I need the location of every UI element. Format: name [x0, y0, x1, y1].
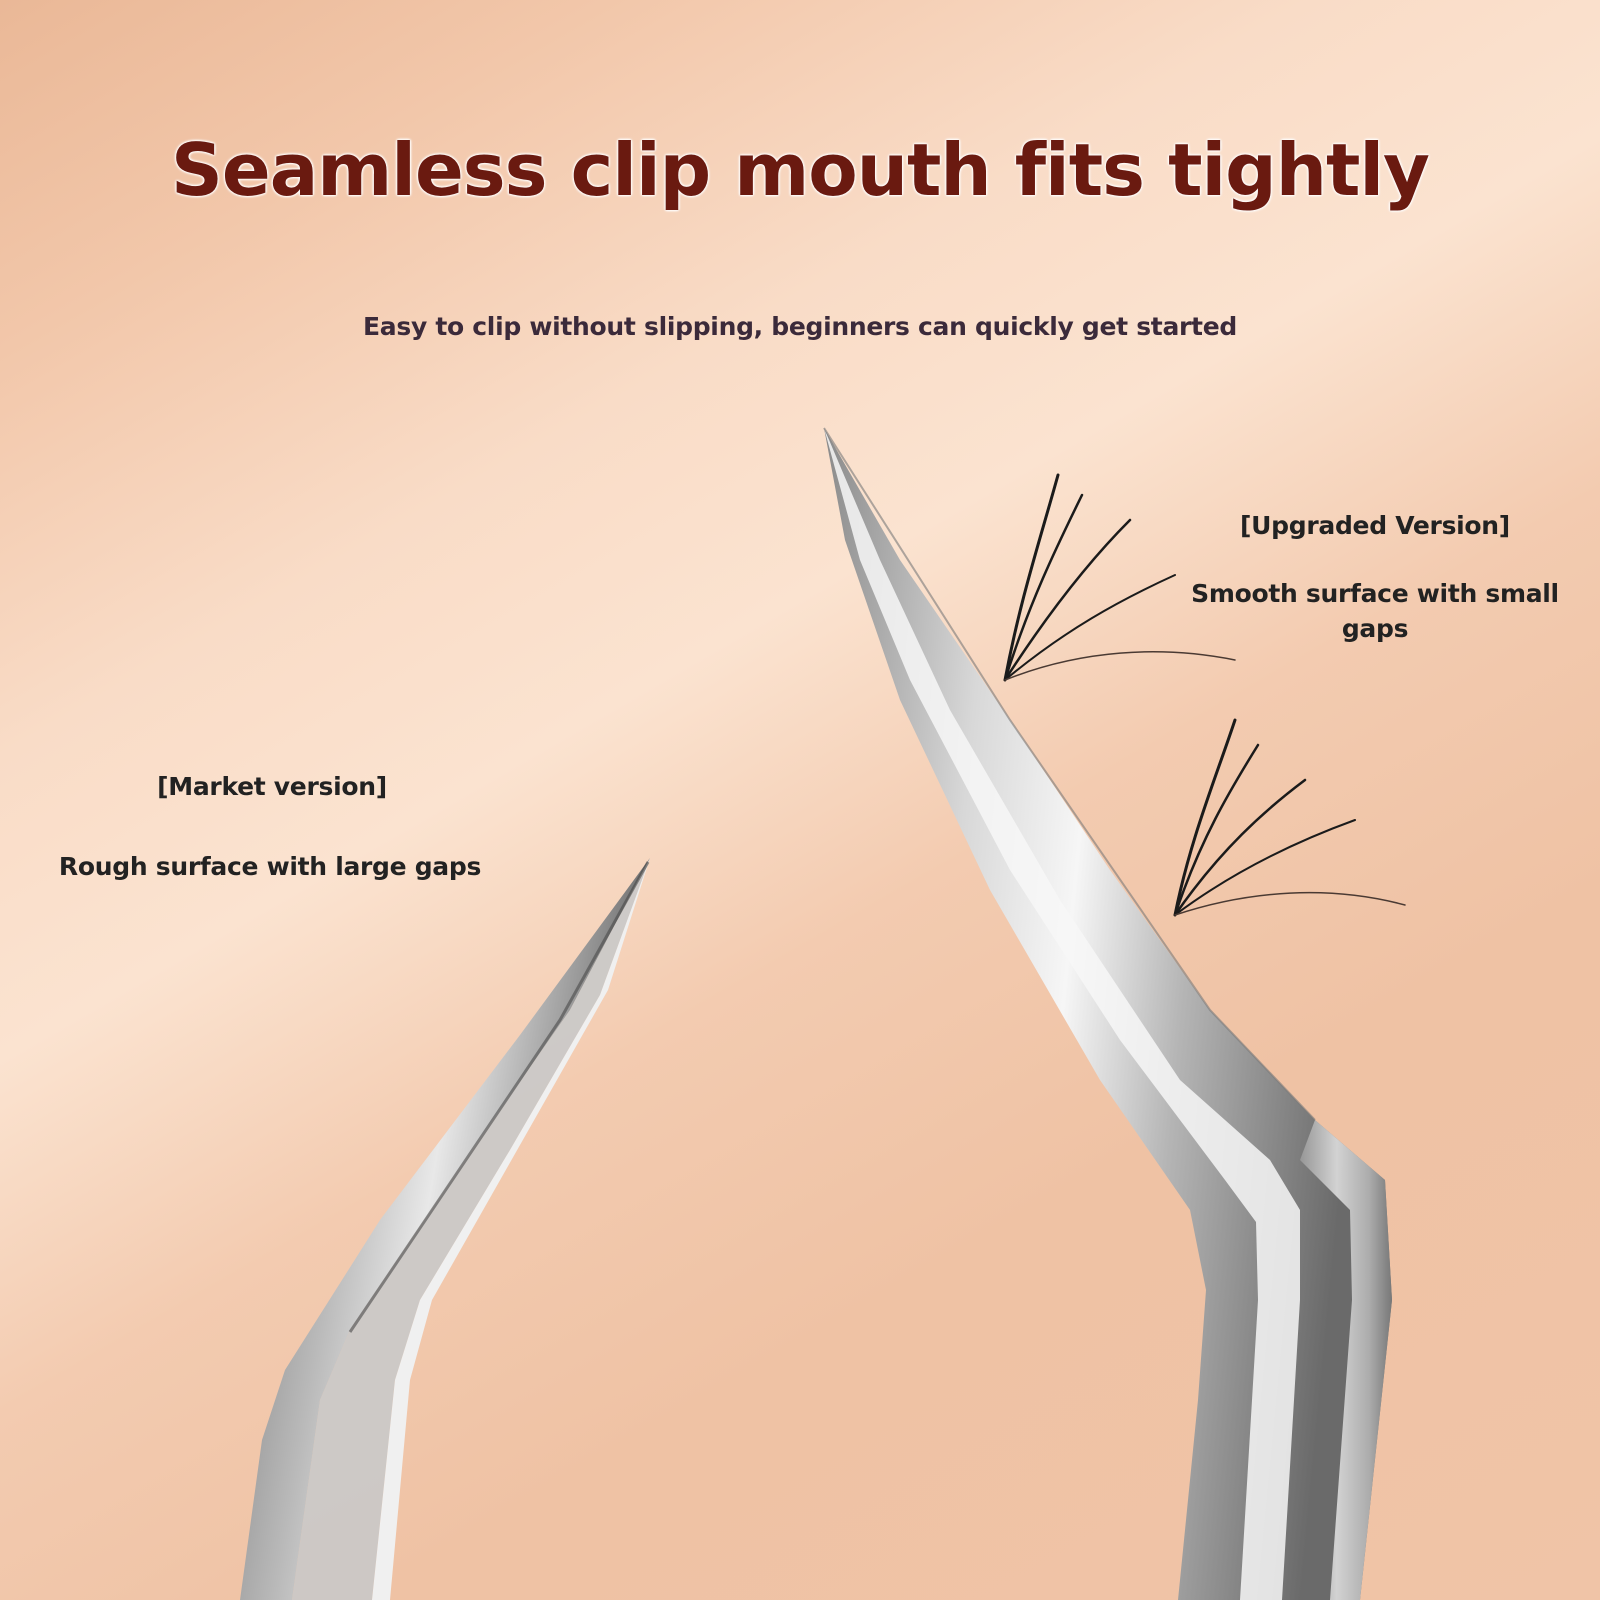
- upgraded-tweezer: [823, 427, 1392, 1600]
- eyelash-fan-lower: [1173, 718, 1406, 917]
- upgraded-version-description: Smooth surface with small gaps: [1191, 579, 1559, 643]
- market-version-title: [Market version]: [157, 772, 387, 801]
- market-version-description: Rough surface with large gaps: [58, 852, 482, 881]
- upgraded-version-title: [Upgraded Version]: [1240, 511, 1510, 540]
- eyelash-fan-upper: [1003, 473, 1236, 682]
- headline: Seamless clip mouth fits tightly: [171, 128, 1430, 212]
- market-tweezer: [240, 858, 650, 1600]
- subheadline: Easy to clip without slipping, beginners…: [363, 312, 1237, 341]
